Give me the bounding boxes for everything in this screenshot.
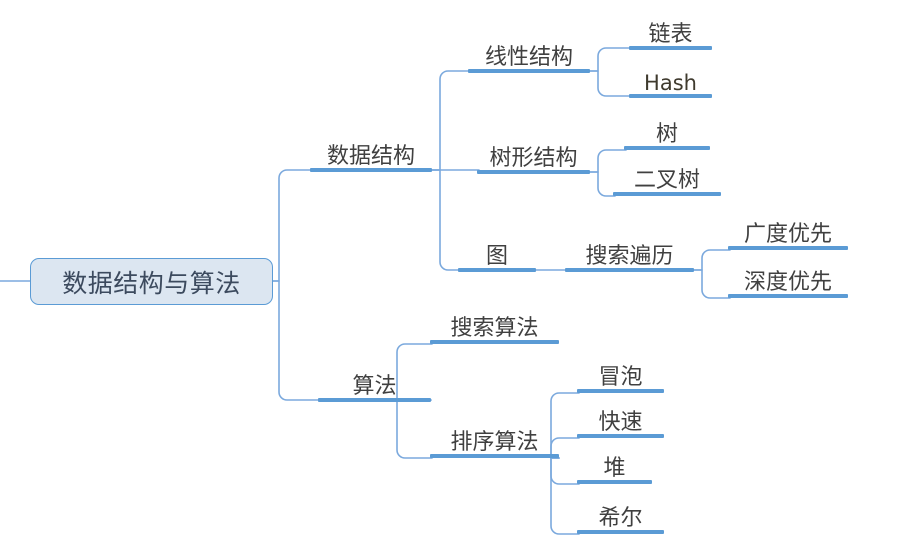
node-underline-tree-structure (477, 170, 590, 174)
node-tree[interactable]: 树 (624, 106, 710, 150)
node-sort-algorithm[interactable]: 排序算法 (430, 414, 559, 458)
node-underline-algorithm (318, 398, 431, 402)
node-label-binary-tree: 二叉树 (633, 168, 700, 193)
node-label-search-algorithm: 搜索算法 (450, 316, 539, 341)
node-label-sort-algorithm: 排序算法 (450, 430, 539, 455)
node-bubble-sort[interactable]: 冒泡 (577, 349, 664, 393)
wire-linear-to-linkedlist (589, 47, 632, 72)
node-label-algorithm: 算法 (352, 374, 397, 399)
node-label-shell-sort: 希尔 (598, 506, 643, 531)
node-underline-depth-first (728, 294, 848, 298)
node-underline-quick-sort (577, 434, 664, 438)
node-underline-bubble-sort (577, 389, 664, 393)
node-hash[interactable]: Hash (629, 54, 712, 98)
node-underline-sort-algorithm (430, 454, 559, 458)
node-underline-hash (629, 94, 712, 98)
node-underline-linked-list (629, 46, 712, 50)
wire-linear-to-hash (589, 70, 632, 97)
node-binary-tree[interactable]: 二叉树 (613, 152, 721, 196)
node-label-linear-structure: 线性结构 (484, 45, 573, 70)
node-label-hash: Hash (644, 71, 697, 95)
wire-ds-to-linear (431, 70, 471, 171)
wire-sort-to-heap (550, 457, 580, 485)
node-linked-list[interactable]: 链表 (629, 6, 712, 50)
wire-root-to-algorithm (272, 280, 321, 401)
node-heap-sort[interactable]: 堆 (577, 440, 652, 484)
node-underline-graph (458, 268, 536, 272)
node-data-structure[interactable]: 数据结构 (310, 128, 432, 172)
node-label-linked-list: 链表 (648, 22, 693, 47)
wire-sort-to-shell (550, 457, 580, 535)
node-search-traversal[interactable]: 搜索遍历 (565, 228, 694, 272)
wire-root-to-datastructure (272, 169, 313, 282)
node-underline-data-structure (310, 168, 432, 172)
node-underline-shell-sort (577, 530, 664, 534)
wire-tree-to-binarytree (589, 171, 616, 197)
node-depth-first[interactable]: 深度优先 (728, 254, 848, 298)
node-label-breadth-first: 广度优先 (743, 222, 832, 247)
node-shell-sort[interactable]: 希尔 (577, 490, 664, 534)
node-underline-tree (624, 146, 710, 150)
node-underline-binary-tree (613, 192, 721, 196)
node-tree-structure[interactable]: 树形结构 (477, 130, 590, 174)
node-graph[interactable]: 图 (458, 228, 536, 272)
wire-traversal-to-dfs (693, 269, 731, 299)
node-label-data-structure: 数据结构 (326, 144, 415, 169)
wire-ds-to-graph (431, 169, 461, 271)
node-search-algorithm[interactable]: 搜索算法 (430, 300, 559, 344)
node-label-tree-structure: 树形结构 (489, 146, 578, 171)
node-label-quick-sort: 快速 (598, 410, 643, 435)
wire-algorithm-to-sort (396, 399, 433, 459)
node-label-graph: 图 (485, 244, 508, 269)
node-label-heap-sort: 堆 (603, 456, 626, 481)
node-underline-search-algorithm (430, 340, 559, 344)
node-label-tree: 树 (655, 122, 678, 147)
node-underline-search-traversal (565, 268, 694, 272)
node-label-bubble-sort: 冒泡 (598, 365, 643, 390)
node-underline-linear-structure (468, 69, 590, 73)
node-algorithm[interactable]: 算法 (318, 358, 431, 402)
root-node[interactable]: 数据结构与算法 (30, 258, 273, 305)
wire-traversal-to-bfs (693, 249, 731, 271)
node-breadth-first[interactable]: 广度优先 (728, 206, 848, 250)
node-quick-sort[interactable]: 快速 (577, 394, 664, 438)
node-linear-structure[interactable]: 线性结构 (468, 29, 590, 73)
node-underline-breadth-first (728, 246, 848, 250)
node-label-depth-first: 深度优先 (743, 270, 832, 295)
node-label-search-traversal: 搜索遍历 (585, 244, 674, 269)
node-underline-heap-sort (577, 480, 652, 484)
root-node-label: 数据结构与算法 (62, 268, 241, 298)
